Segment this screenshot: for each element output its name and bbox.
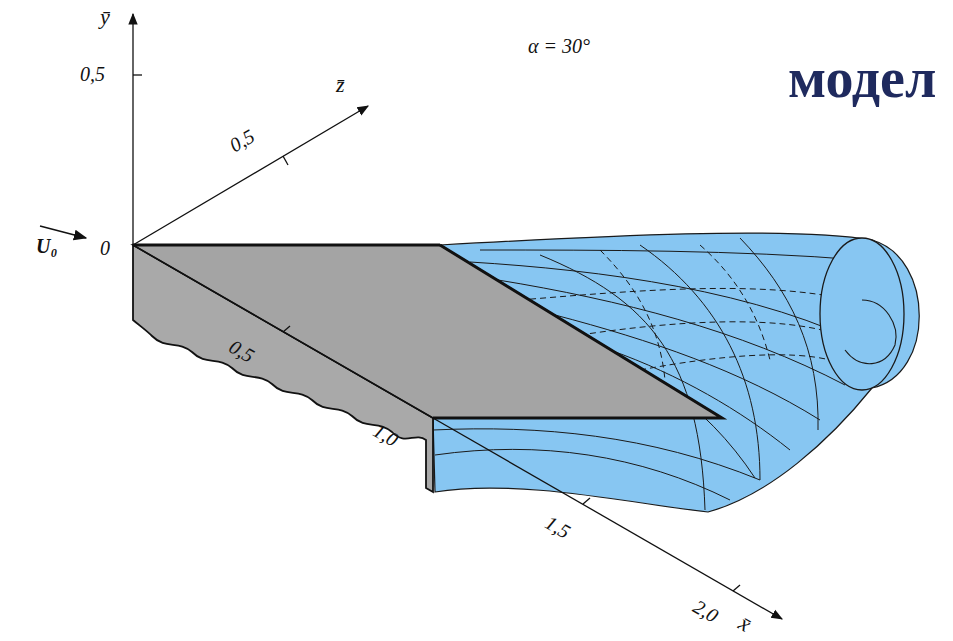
x-axis [133,245,433,418]
tick-value: 0,5 [80,64,105,84]
flow-speed: U₀ [36,236,57,256]
y-axis [132,14,133,245]
z-tick [283,156,288,165]
axis-name: ȳ [100,6,110,28]
origin-value: 0 [100,238,110,258]
plate [133,245,722,418]
roll-up-end [820,238,904,390]
tick-value: 0,5 [226,126,258,156]
z-axis [133,106,368,245]
y-tick [133,74,142,75]
roll-up-inner [845,300,896,364]
tick-value: 2,0 [690,596,722,626]
x-axis [433,418,782,619]
plate-edge [433,245,722,418]
axis-name: x̄ [735,612,754,636]
x-tick [733,585,740,591]
angle-note: α = 30° [528,36,590,56]
tick-value: 1,5 [542,512,574,542]
x-tick [283,326,290,332]
leading-edge [133,244,440,247]
axis-name: z̄ [336,74,345,96]
heading-fragment: модел [788,50,936,106]
x-tick [583,498,590,504]
